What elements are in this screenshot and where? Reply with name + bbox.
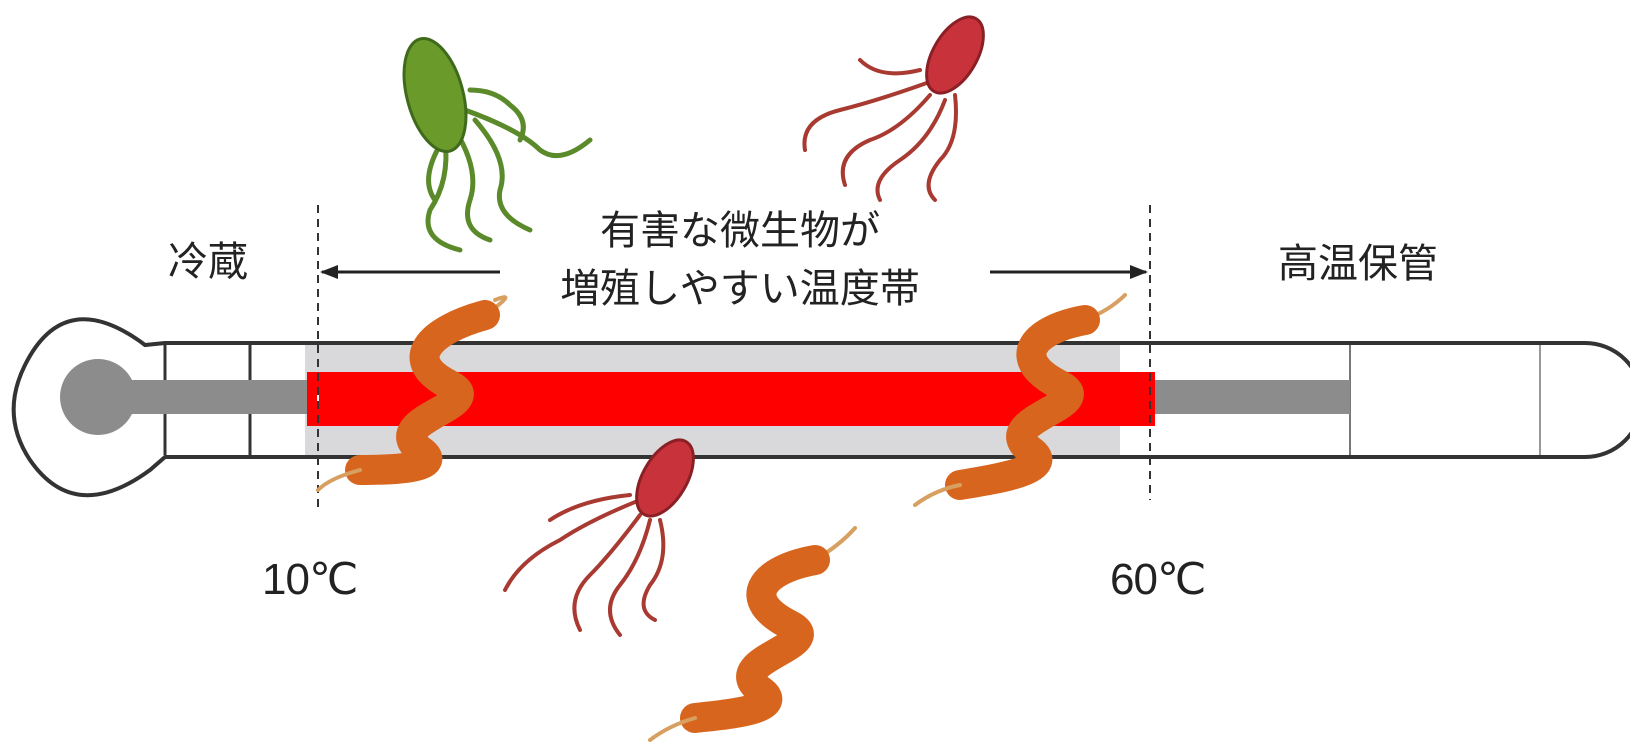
high-temp-label: 60℃	[1110, 555, 1206, 604]
mercury-column-left	[98, 380, 308, 414]
rod-bacterium-icon	[402, 37, 593, 253]
rod-bacterium-icon	[503, 438, 695, 637]
danger-zone-label: 有害な微生物が 増殖しやすい温度帯	[560, 202, 920, 318]
hot-storage-label: 高温保管	[1278, 241, 1438, 287]
rod-bacterium-icon	[802, 15, 985, 202]
spiral-bacterium-icon	[648, 526, 857, 742]
cold-storage-label: 冷蔵	[168, 239, 248, 285]
mercury-column-right	[1150, 380, 1350, 414]
low-temp-label: 10℃	[262, 555, 358, 604]
danger-zone-label-line2: 増殖しやすい温度帯	[560, 266, 920, 312]
spiral-bacterium-icon	[913, 293, 1127, 507]
spiral-bacterium-icon	[316, 295, 508, 492]
thermometer-icon	[11, 317, 1630, 498]
danger-zone-label-line1: 有害な微生物が	[600, 208, 880, 254]
